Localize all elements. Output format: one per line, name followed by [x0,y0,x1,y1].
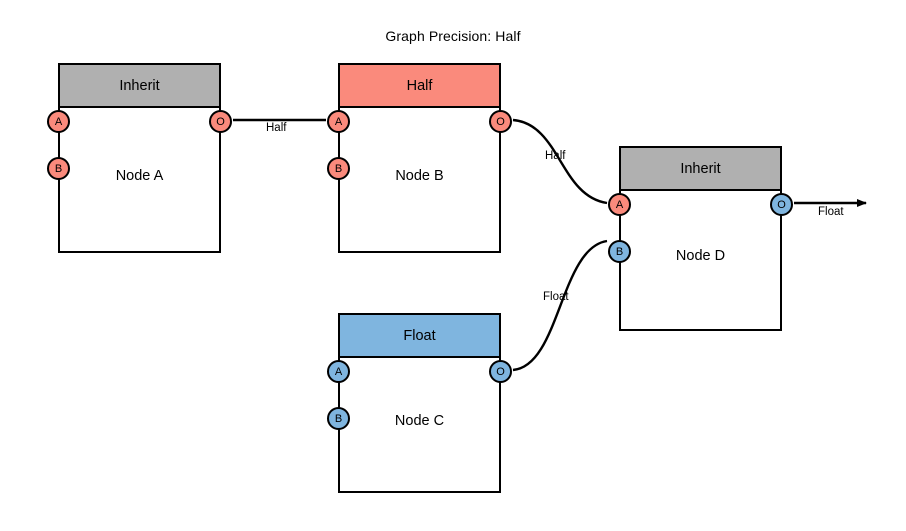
page-title: Graph Precision: Half [385,28,521,44]
node-b-label: Node B [395,167,444,184]
node-a-header: Inherit [60,65,219,108]
node-c-header: Float [340,315,499,358]
node-c-port-a[interactable]: A [327,360,350,383]
node-d-body: Node D [621,191,780,329]
node-a-port-o[interactable]: O [209,110,232,133]
node-d-port-o[interactable]: O [770,193,793,216]
node-d-label: Node D [675,248,726,264]
node-c-port-b[interactable]: B [327,407,350,430]
node-c-label: Node C [394,412,445,429]
node-b-body: Node B [340,108,499,251]
node-a-port-b[interactable]: B [47,157,70,180]
node-a-body: Node A [60,108,219,251]
node-b-port-b[interactable]: B [327,157,350,180]
node-a-port-a[interactable]: A [47,110,70,133]
node-b-port-a[interactable]: A [327,110,350,133]
edge-b-to-d-label: Half [545,150,566,162]
node-d-port-a[interactable]: A [608,193,631,216]
node-d-port-b[interactable]: B [608,240,631,263]
edge-c-to-d[interactable] [512,239,608,372]
edge-c-to-d-label: Float [543,291,569,303]
node-b-port-o[interactable]: O [489,110,512,133]
node-b-header: Half [340,65,499,108]
edge-d-output-label: Float [818,206,844,218]
node-c-body: Node C [340,358,499,491]
node-d-header: Inherit [621,148,780,191]
edge-a-to-b-label: Half [266,122,287,134]
node-c-port-o[interactable]: O [489,360,512,383]
node-a-label: Node A [115,167,164,184]
